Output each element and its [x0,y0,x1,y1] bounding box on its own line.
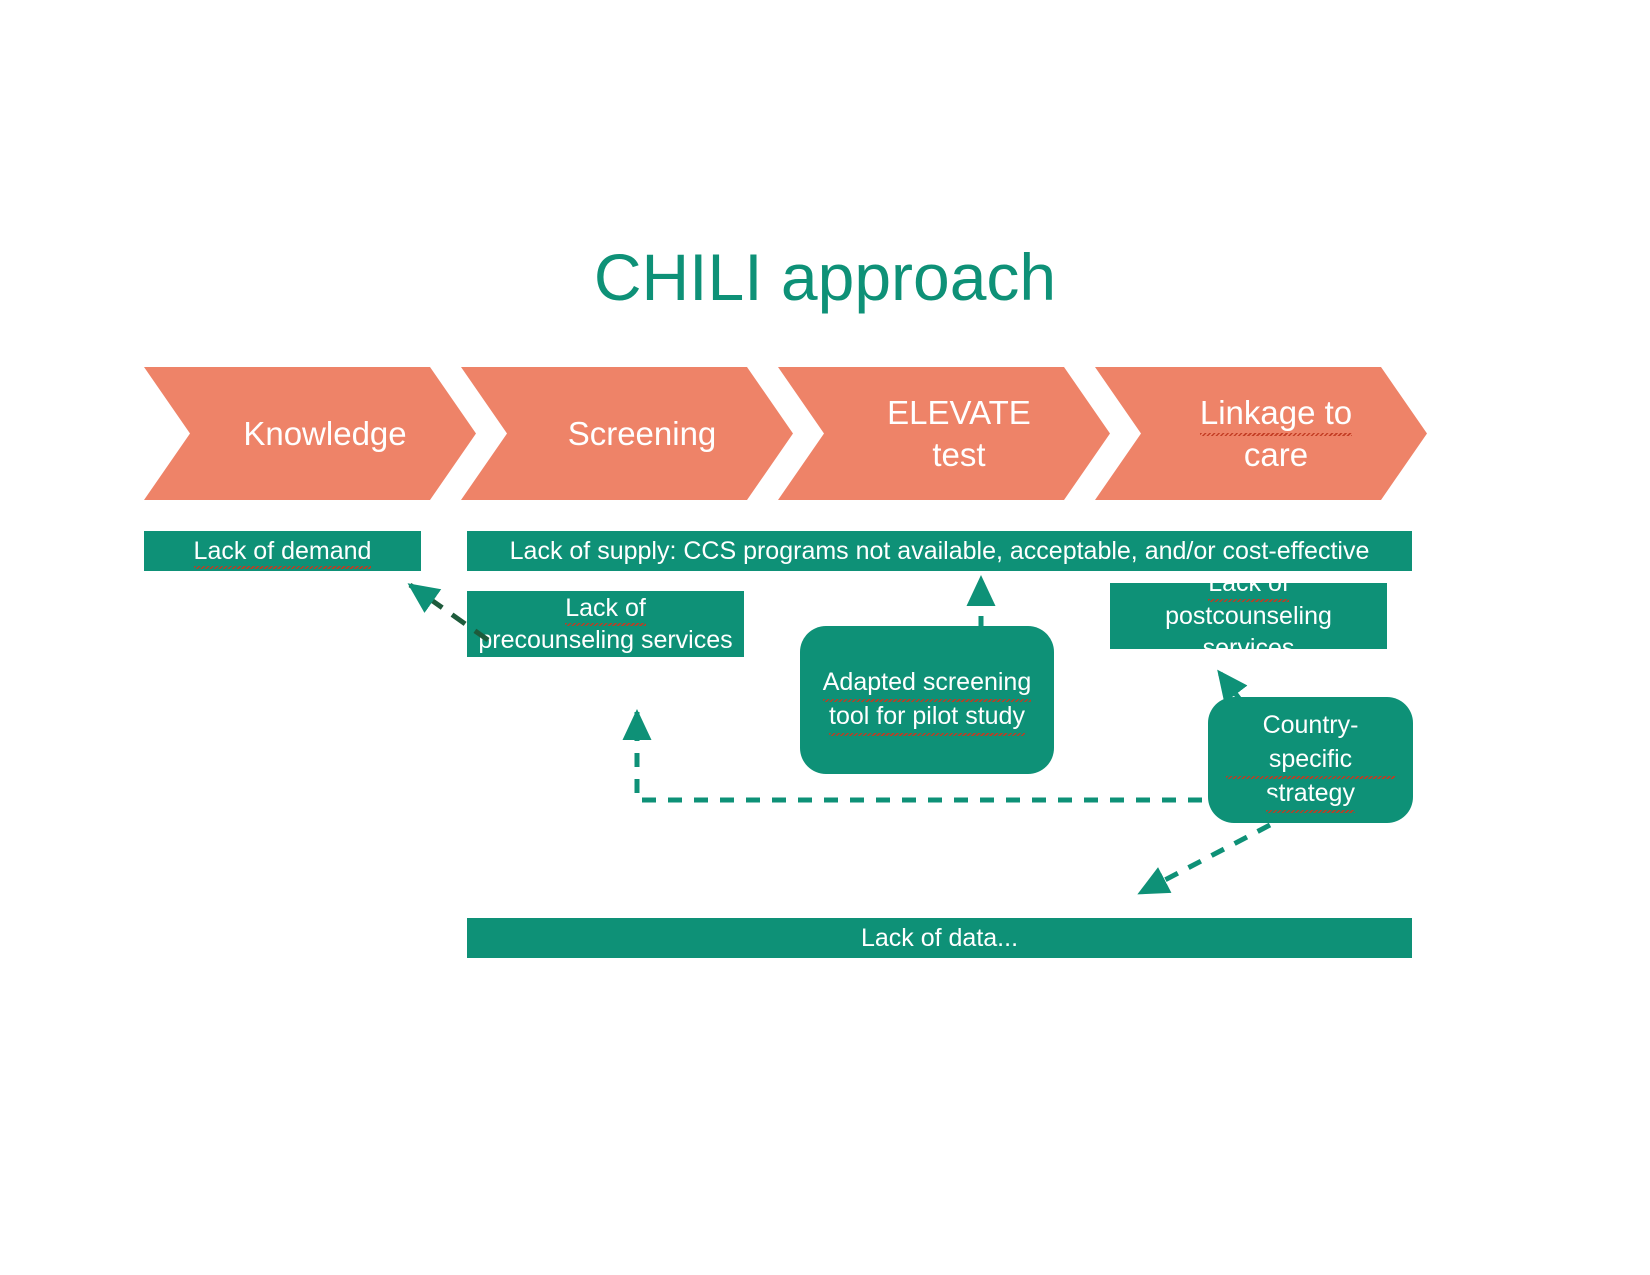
chevron-label-line1: Screening [567,414,717,452]
chevron-step-linkage-to-care[interactable]: Linkage to care [1095,367,1427,500]
barrier-lack-of-postcounseling-services[interactable]: Lack of postcounseling services [1110,569,1387,662]
barrier-lack-of-data[interactable]: Lack of data... [467,918,1412,958]
barrier-label: Lack of data... [860,923,1019,952]
solution-label-line1: Country-specific [1226,709,1395,779]
barrier-label-line1: Lack of [1208,567,1289,602]
solution-label-line1: Adapted screening [822,666,1032,702]
barrier-lack-of-supply[interactable]: Lack of supply: CCS programs not availab… [467,531,1412,571]
barrier-label: Lack of supply: CCS programs not availab… [509,536,1370,565]
solution-label-line2: strategy [1266,777,1355,813]
chevron-label-line2: care [1243,435,1309,473]
chevron-label-line1: ELEVATE [887,394,1031,432]
barrier-lack-of-precounseling-services[interactable]: Lack of precounseling services [467,591,744,657]
chevron-label-line1: Linkage to [1200,392,1352,433]
chevron-label-line1: Knowledge [243,414,407,452]
solution-adapted-screening-tool[interactable]: Adapted screening tool for pilot study [800,626,1054,774]
connector-country-to-data [1137,822,1272,896]
chevron-step-screening[interactable]: Screening [461,367,793,500]
chevron-step-elevate-test[interactable]: ELEVATE test [778,367,1110,500]
barrier-label-line1: Lack of [565,592,646,626]
barrier-lack-of-demand[interactable]: Lack of demand [144,531,421,571]
barrier-label-line2: precounseling services [478,626,733,654]
page-title: CHILI approach [593,240,1057,314]
solution-country-specific-strategy[interactable]: Country-specific strategy [1208,697,1413,823]
barrier-label: Lack of demand [193,535,371,569]
chevron-step-knowledge[interactable]: Knowledge [144,367,476,500]
barrier-label-line2: postcounseling services [1165,601,1332,663]
chevron-label-line2: test [932,435,986,473]
solution-label-line2: tool for pilot study [829,700,1025,736]
